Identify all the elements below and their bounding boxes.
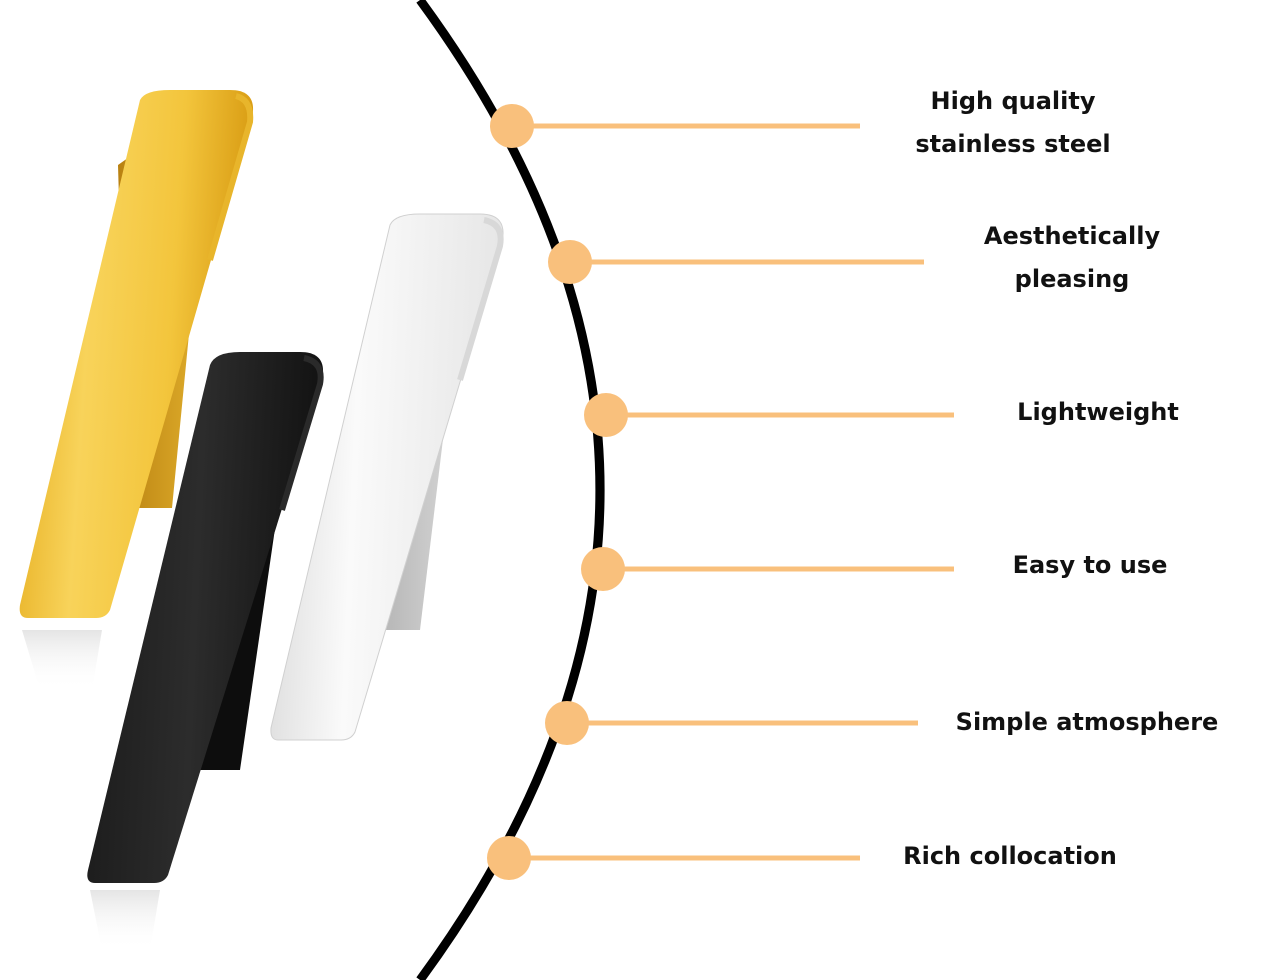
gold-tie-clip (19, 90, 254, 690)
silver-tie-clip (270, 213, 504, 741)
connector-dot-easy (581, 547, 625, 591)
connector-dot-collocation (487, 836, 531, 880)
feature-text: High quality (930, 87, 1096, 115)
feature-text: Simple atmosphere (955, 708, 1219, 736)
connector-dot-lightweight (584, 393, 628, 437)
feature-text: Aesthetically (983, 222, 1161, 250)
feature-label-quality: High quality stainless steel (913, 80, 1113, 166)
connector-dot-quality (490, 104, 534, 148)
feature-text: Easy to use (1012, 551, 1168, 579)
feature-label-atmosphere: Simple atmosphere (952, 701, 1222, 744)
feature-text: Rich collocation (903, 842, 1117, 870)
connector-dot-aesthetic (548, 240, 592, 284)
feature-label-easy: Easy to use (1000, 544, 1180, 587)
feature-label-aesthetic: Aesthetically pleasing (972, 215, 1172, 301)
black-tie-clip (87, 352, 324, 950)
connector-dot-atmosphere (545, 701, 589, 745)
feature-connectors (487, 104, 954, 880)
feature-label-lightweight: Lightweight (1000, 391, 1196, 434)
feature-text: pleasing (1014, 265, 1130, 293)
feature-label-collocation: Rich collocation (895, 835, 1125, 878)
feature-text: Lightweight (1017, 398, 1179, 426)
feature-text: stainless steel (915, 130, 1111, 158)
